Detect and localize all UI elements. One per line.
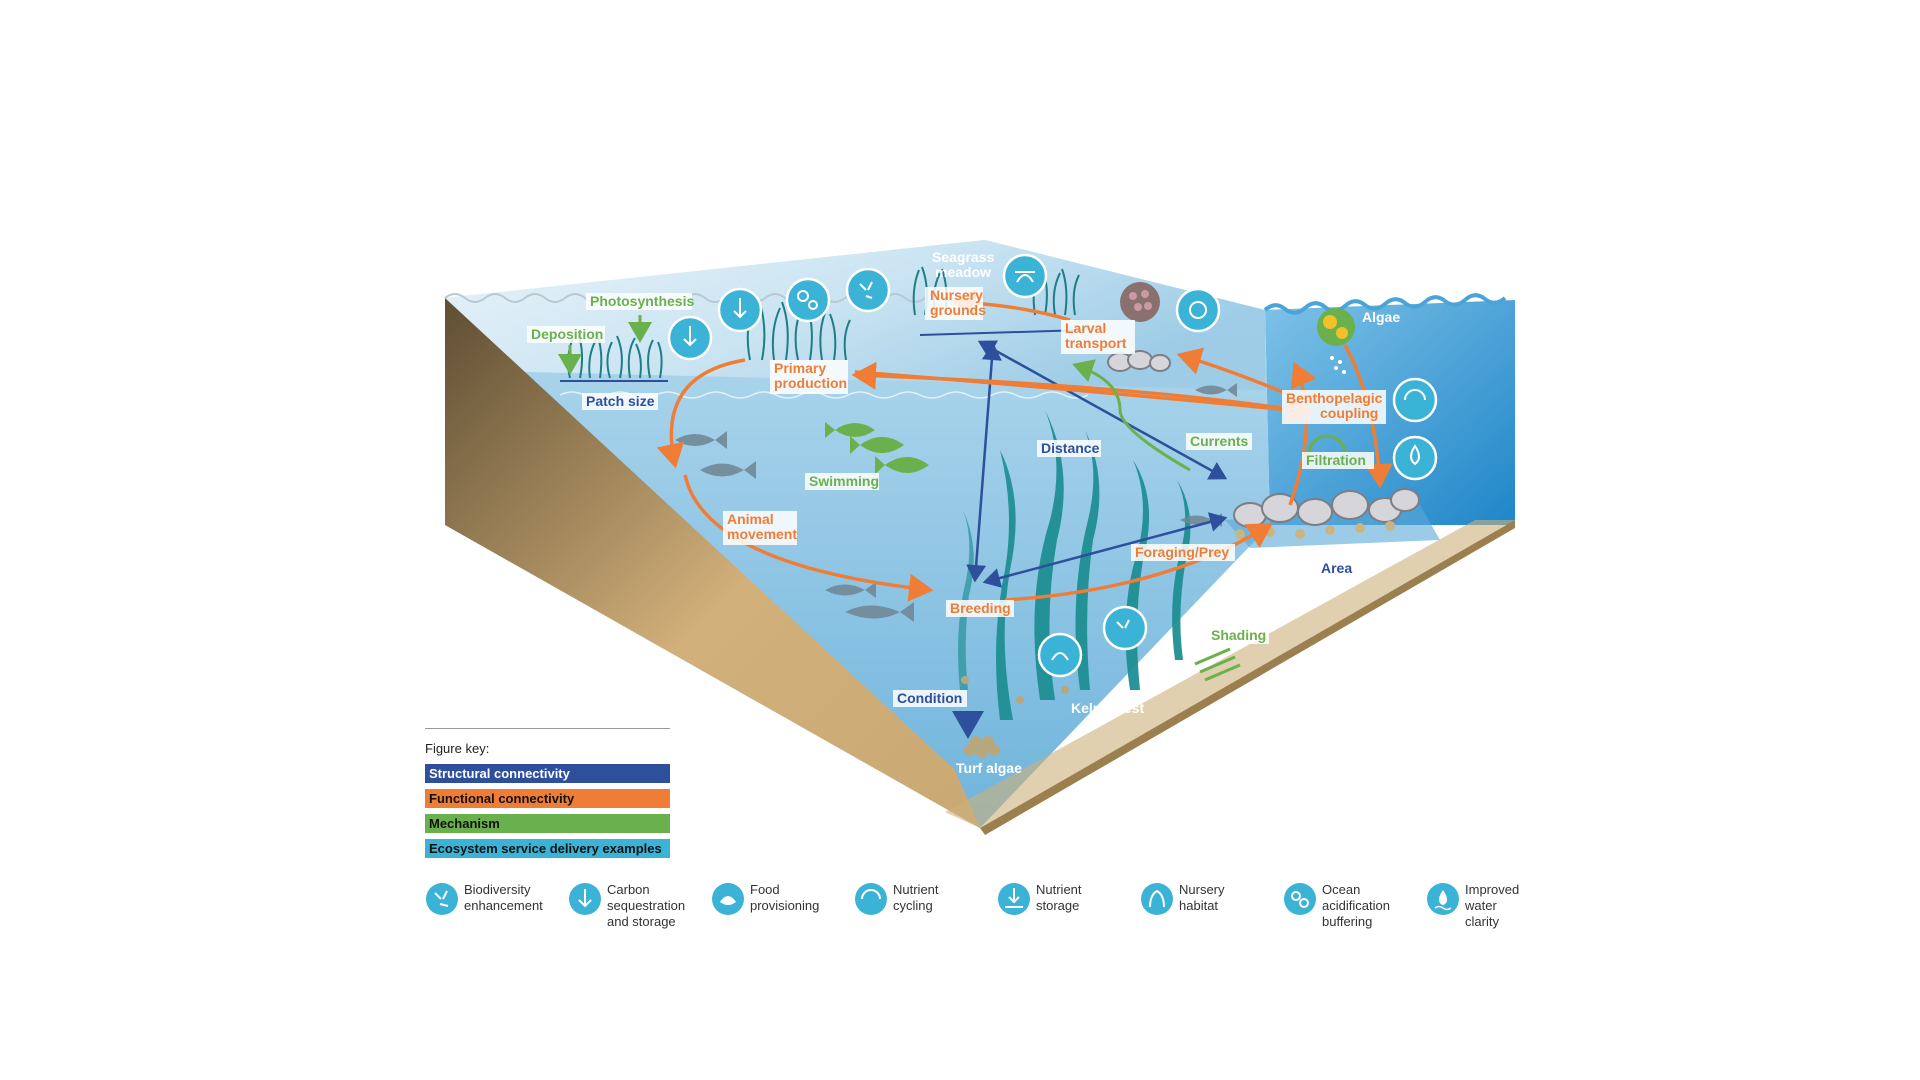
sediment-base xyxy=(945,520,1515,828)
label-foraging-prey: Foraging/Prey xyxy=(1135,544,1229,560)
svg-text:Primary: Primary xyxy=(774,360,826,376)
carbon-icon xyxy=(569,883,601,915)
algae-cell xyxy=(1317,308,1355,374)
svg-text:Nursery: Nursery xyxy=(930,287,983,303)
label-animal-movement: Animal movement xyxy=(727,511,797,542)
nursery-habitat-icon xyxy=(1141,883,1173,915)
svg-text:Seagrass: Seagrass xyxy=(932,249,994,265)
label-nursery-grounds: Nursery grounds xyxy=(930,287,986,318)
label-distance: Distance xyxy=(1041,440,1100,456)
nutrient-cycling-icon xyxy=(1392,377,1438,423)
nutrient-cycling-icon xyxy=(855,883,887,915)
svg-text:Larval: Larval xyxy=(1065,320,1106,336)
sediment-slope xyxy=(445,298,980,828)
label-deposition: Deposition xyxy=(531,326,603,342)
legend-nutrient-storage-line1: Nutrient xyxy=(1036,882,1082,897)
svg-text:movement: movement xyxy=(727,526,797,542)
label-benthopelagic-coupling: Benthopelagic coupling xyxy=(1286,390,1383,421)
label-algae: Algae xyxy=(1362,309,1400,325)
svg-text:production: production xyxy=(774,375,847,391)
food-icon xyxy=(1175,287,1221,333)
turf-algae xyxy=(961,676,1069,758)
label-condition: Condition xyxy=(897,690,962,706)
label-filtration: Filtration xyxy=(1306,452,1366,468)
label-breeding: Breeding xyxy=(950,600,1011,616)
legend-nutrient-storage-line2: storage xyxy=(1036,898,1080,913)
legend-water-clarity-line3: clarity xyxy=(1465,914,1499,929)
label-area: Area xyxy=(1321,560,1352,576)
key-ecosystem-service: Ecosystem service delivery examples xyxy=(425,839,670,858)
legend-food-line2: provisioning xyxy=(750,898,820,913)
legend-food-line1: Food xyxy=(750,882,780,897)
seagrass-patch-mid xyxy=(746,299,851,361)
water-clarity-icon xyxy=(1427,883,1459,915)
ocean-acidification-icon xyxy=(1284,883,1316,915)
diagram-labels: Seagrass meadow Nursery grounds Photosyn… xyxy=(527,249,1400,776)
svg-text:grounds: grounds xyxy=(930,302,986,318)
legend-biodiversity-line2: enhancement xyxy=(464,898,543,913)
label-swimming: Swimming xyxy=(809,473,879,489)
legend-nutrient-cycling-line1: Nutrient xyxy=(893,882,939,897)
wave-edge-right xyxy=(1263,293,1507,315)
food-icon xyxy=(712,883,744,915)
biodiversity-icon xyxy=(426,883,458,915)
legend-carbon-line3: and storage xyxy=(607,914,676,929)
legend-carbon-line2: sequestration xyxy=(607,898,686,913)
nutrient-storage-icon xyxy=(998,883,1030,915)
ocean-acidification-icon xyxy=(785,277,831,323)
label-currents: Currents xyxy=(1190,433,1249,449)
label-primary-production: Primary production xyxy=(774,360,847,391)
legend-water-clarity-line1: Improved xyxy=(1465,882,1520,897)
legend-ocean-acidification-line3: buffering xyxy=(1322,914,1373,929)
svg-text:transport: transport xyxy=(1065,335,1127,351)
legend-nutrient-cycling-line2: cycling xyxy=(893,898,933,913)
legend-carbon-line1: Carbon xyxy=(607,882,650,897)
water-clarity-icon xyxy=(1392,435,1438,481)
label-seagrass-meadow: Seagrass meadow xyxy=(932,249,994,280)
mechanism-arrows xyxy=(558,315,1347,682)
svg-text:Benthopelagic: Benthopelagic xyxy=(1286,390,1383,406)
legend-biodiversity-line1: Biodiversity xyxy=(464,882,531,897)
label-kelp-forest: Kelp forest xyxy=(1071,700,1144,716)
svg-text:meadow: meadow xyxy=(935,264,991,280)
reef-food-icon xyxy=(1120,282,1160,322)
key-structural-connectivity: Structural connectivity xyxy=(425,764,670,783)
label-patch-size: Patch size xyxy=(586,393,655,409)
legend-nursery-habitat-line2: habitat xyxy=(1179,898,1219,913)
legend-nursery-habitat-line1: Nursery xyxy=(1179,882,1225,897)
svg-text:Animal: Animal xyxy=(727,511,774,527)
sediment-front xyxy=(980,520,1515,835)
key-mechanism: Mechanism xyxy=(425,814,670,833)
figure-key-title: Figure key: xyxy=(425,741,490,756)
figure-key: Figure key: Structural connectivity Func… xyxy=(425,728,670,864)
fish-green xyxy=(825,422,929,474)
legend-ocean-acidification-line2: acidification xyxy=(1322,898,1390,913)
key-divider xyxy=(425,728,670,729)
label-photosynthesis: Photosynthesis xyxy=(590,293,694,309)
wave-edge-left xyxy=(444,293,986,303)
label-oyster-reef: Oyster reef xyxy=(1300,542,1374,558)
label-turf-algae: Turf algae xyxy=(956,760,1022,776)
label-larval-transport: Larval transport xyxy=(1065,320,1127,351)
nursery-habitat-icon xyxy=(1037,632,1083,678)
svg-text:coupling: coupling xyxy=(1320,405,1378,421)
legend-ocean-acidification-line1: Ocean xyxy=(1322,882,1361,897)
service-icon-glyphs xyxy=(683,271,1426,661)
label-shading: Shading xyxy=(1211,627,1266,643)
legend-water-clarity-line2: water xyxy=(1465,898,1497,913)
key-functional-connectivity: Functional connectivity xyxy=(425,789,670,808)
